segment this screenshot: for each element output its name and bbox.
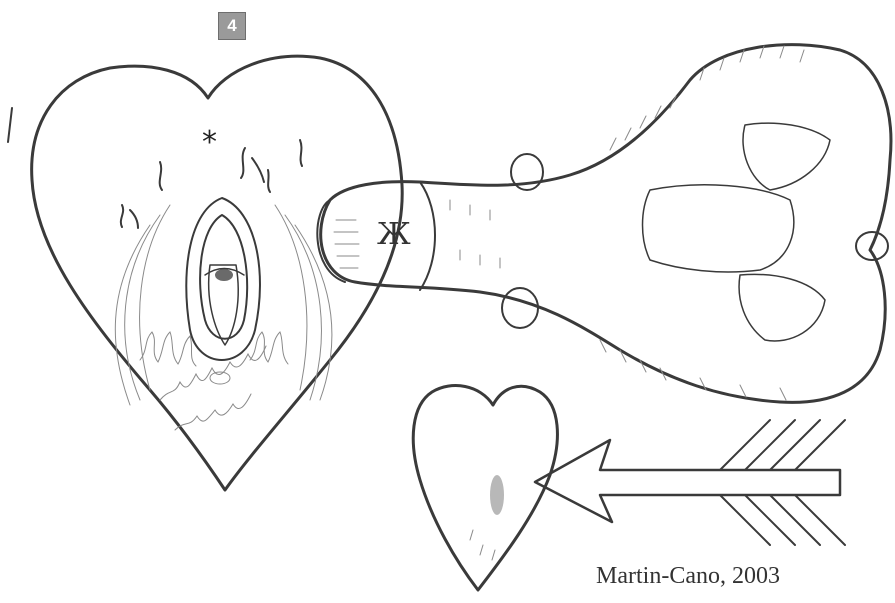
credit-text: Martin-Cano, 2003 bbox=[596, 562, 780, 590]
small-heart bbox=[413, 386, 557, 590]
engraved-glyph: Ж bbox=[377, 220, 411, 250]
marker-symbol: * bbox=[202, 128, 217, 158]
arrow bbox=[535, 420, 845, 545]
large-heart bbox=[8, 56, 402, 490]
panel-label: 4 bbox=[218, 12, 246, 40]
